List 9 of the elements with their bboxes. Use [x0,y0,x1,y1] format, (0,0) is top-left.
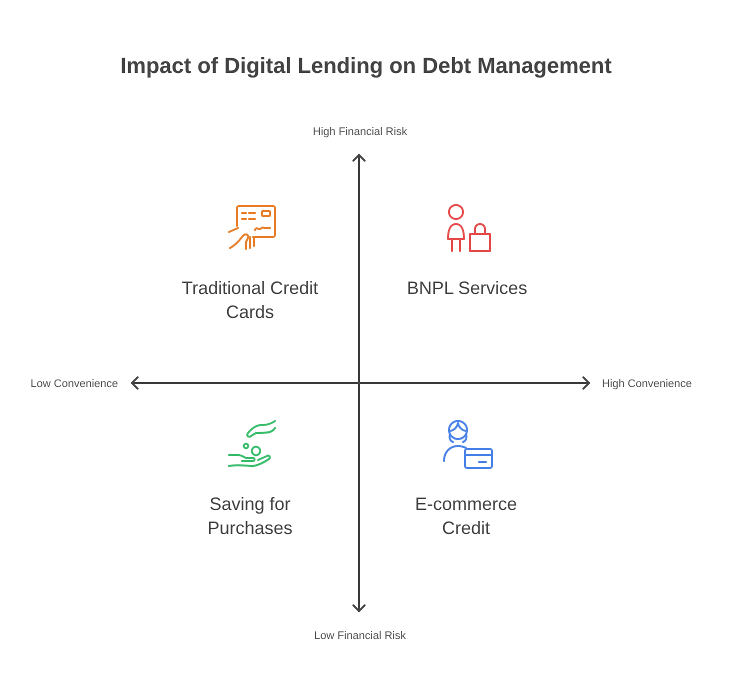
axis-label: Low Convenience [30,378,118,390]
axis-label: High Financial Risk [312,126,408,138]
quadrant-label: E-commerce Credit [414,493,518,540]
axis-label: High Convenience [602,378,692,390]
quadrant-label: Traditional Credit Cards [180,277,320,324]
axis-label: Low Financial Risk [314,630,406,642]
quadrant-label: Saving for Purchases [206,493,294,540]
title: Impact of Digital Lending on Debt Management [120,53,612,79]
quadrant-label: BNPL Services [406,277,528,300]
